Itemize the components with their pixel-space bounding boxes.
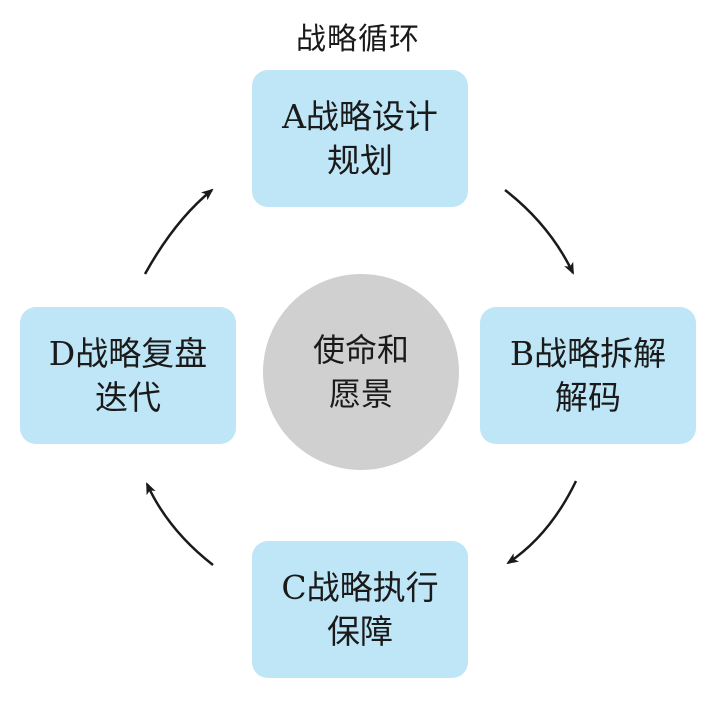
arrow-d-to-a [143, 188, 214, 275]
stage-a-design-box: A战略设计 规划 [252, 70, 468, 207]
center-line2: 愿景 [328, 375, 393, 413]
arrow-c-to-d [145, 482, 214, 566]
stage-a-line1: A战略设计 [282, 96, 438, 136]
center-line1: 使命和 [312, 331, 409, 369]
stage-c-line2: 保障 [327, 611, 393, 651]
stage-b-decode-box: B战略拆解 解码 [480, 307, 696, 444]
mission-vision-circle: 使命和 愿景 [263, 274, 459, 470]
arrow-b-to-c [506, 480, 578, 565]
stage-d-review-box: D战略复盘 迭代 [20, 307, 236, 444]
stage-c-execution-box: C战略执行 保障 [252, 541, 468, 678]
arrow-a-to-b [504, 189, 575, 275]
stage-d-line1: D战略复盘 [48, 333, 208, 373]
diagram-title: 战略循环 [296, 22, 420, 57]
stage-a-line2: 规划 [327, 140, 393, 180]
stage-d-line2: 迭代 [95, 377, 161, 417]
stage-b-line2: 解码 [555, 377, 621, 417]
stage-b-line1: B战略拆解 [509, 333, 667, 373]
stage-c-line1: C战略执行 [281, 567, 439, 607]
